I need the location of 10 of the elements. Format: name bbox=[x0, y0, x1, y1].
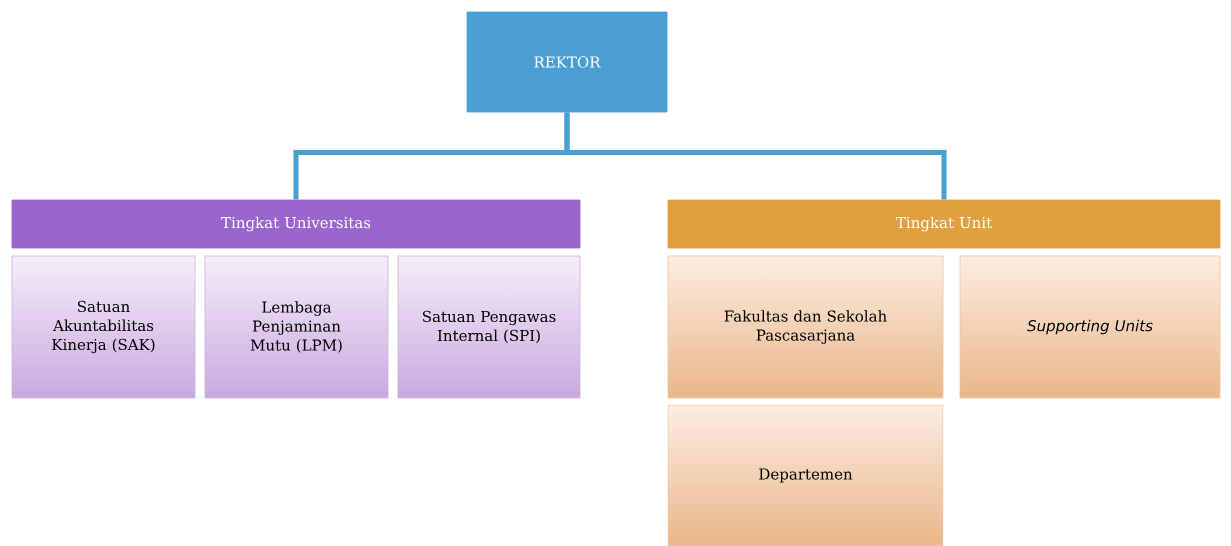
title-box: REKTOR bbox=[466, 11, 668, 113]
heading-band: Tingkat Unit bbox=[667, 199, 1221, 249]
unit-box: Satuan Pengawas Internal (SPI) bbox=[397, 255, 581, 399]
heading-band: Tingkat Universitas bbox=[11, 199, 581, 249]
unit-box: Satuan Akuntabilitas Kinerja (SAK) bbox=[11, 255, 196, 399]
unit-box: Fakultas dan Sekolah Pascasarjana bbox=[667, 255, 944, 399]
connector-line bbox=[564, 112, 947, 200]
unit-box: Lembaga Penjaminan Mutu (LPM) bbox=[204, 255, 389, 399]
unit-box: Departemen bbox=[667, 404, 944, 546]
unit-box: Supporting Units bbox=[959, 255, 1221, 399]
